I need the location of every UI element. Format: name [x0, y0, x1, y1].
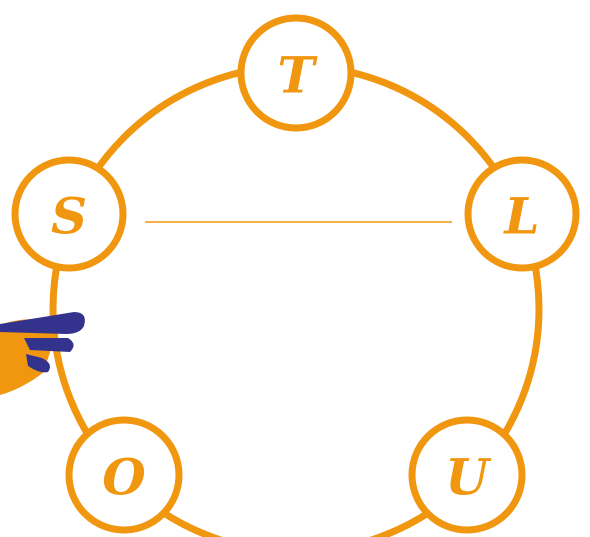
- node-letter: U: [445, 448, 492, 507]
- letter-node-bottom-right[interactable]: U: [412, 420, 522, 530]
- node-letter: S: [51, 187, 87, 246]
- node-letter: T: [277, 46, 318, 105]
- letter-node-bottom-left[interactable]: O: [69, 420, 179, 530]
- letter-node-left[interactable]: S: [15, 160, 123, 268]
- letter-node-right[interactable]: L: [468, 160, 576, 268]
- node-letter: L: [502, 187, 539, 246]
- hand-pointer-icon: [0, 312, 85, 395]
- letter-node-top[interactable]: T: [241, 18, 351, 128]
- node-letter: O: [102, 448, 146, 507]
